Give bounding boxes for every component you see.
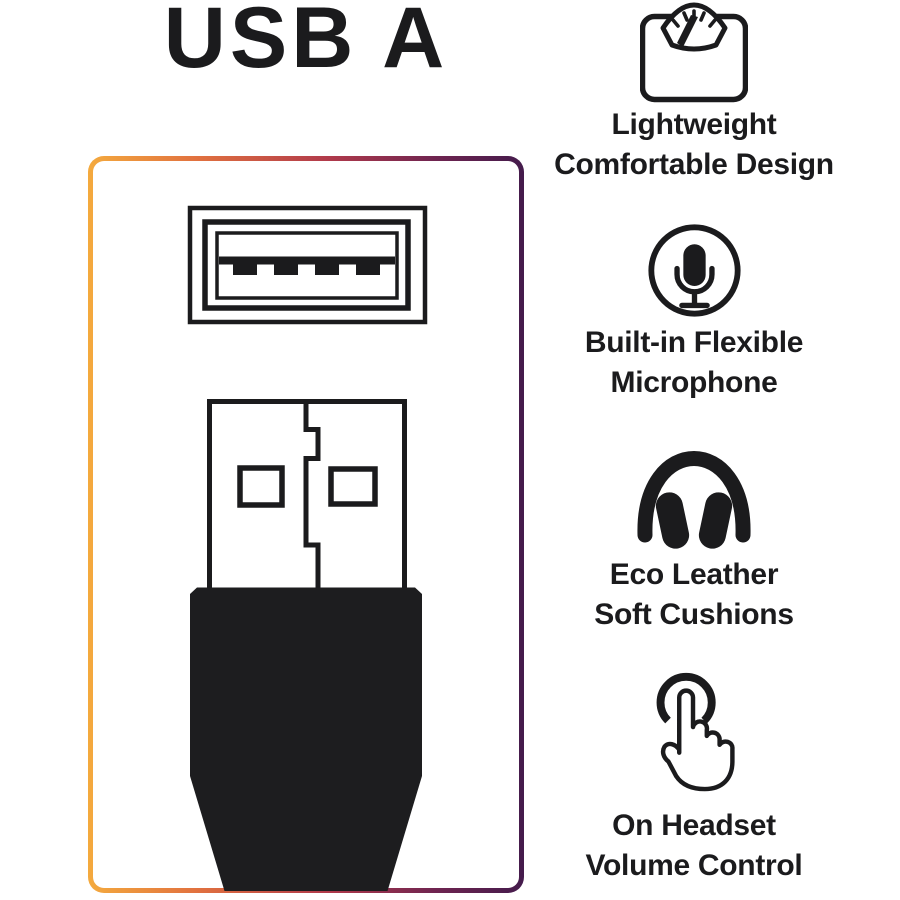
- page-title: USB A: [163, 0, 449, 86]
- headband: [637, 451, 751, 543]
- plug-shell-seam: [303, 399, 321, 590]
- ear-cup-left: [655, 492, 690, 549]
- feature-item-microphone: Built-in Flexible Microphone: [544, 222, 844, 403]
- mic-capsule: [682, 244, 706, 287]
- feature-line: Microphone: [610, 366, 778, 399]
- plug-hole-left: [237, 465, 285, 508]
- ear-cup-right: [698, 492, 733, 549]
- usb-port-front-view: [187, 205, 428, 325]
- feature-line: Soft Cushions: [594, 598, 794, 631]
- scale-dial-ticks: [671, 9, 717, 28]
- feature-item-cushions: Eco Leather Soft Cushions: [544, 443, 844, 635]
- plug-body: [190, 587, 422, 891]
- port-contact-pads: [233, 264, 380, 275]
- scale-needle: [677, 15, 698, 47]
- feature-line: Eco Leather: [609, 558, 779, 591]
- usb-connector-illustration: [187, 205, 428, 891]
- tap-gesture-icon: [656, 673, 735, 792]
- microphone-icon: [647, 224, 741, 317]
- headphones-icon: [637, 451, 751, 549]
- plug-hole-right: [328, 466, 378, 507]
- weight-scale-icon: [640, 2, 748, 103]
- feature-line: Comfortable Design: [554, 148, 834, 181]
- feature-item-volume-control: On Headset Volume Control: [544, 666, 844, 886]
- feature-label: Eco Leather Soft Cushions: [594, 555, 794, 635]
- tap-circle: [656, 673, 716, 724]
- feature-line: Lightweight: [611, 108, 777, 141]
- feature-label: Lightweight Comfortable Design: [554, 105, 834, 185]
- usb-plug-top-view: [190, 399, 422, 891]
- port-tongue: [219, 256, 395, 265]
- feature-line: Built-in Flexible: [584, 326, 804, 359]
- feature-item-lightweight: Lightweight Comfortable Design: [544, 0, 844, 185]
- feature-line: On Headset: [612, 809, 776, 842]
- feature-line: Volume Control: [585, 849, 803, 882]
- pointing-hand: [660, 688, 735, 792]
- feature-label: Built-in Flexible Microphone: [584, 323, 804, 403]
- feature-label: On Headset Volume Control: [586, 806, 803, 886]
